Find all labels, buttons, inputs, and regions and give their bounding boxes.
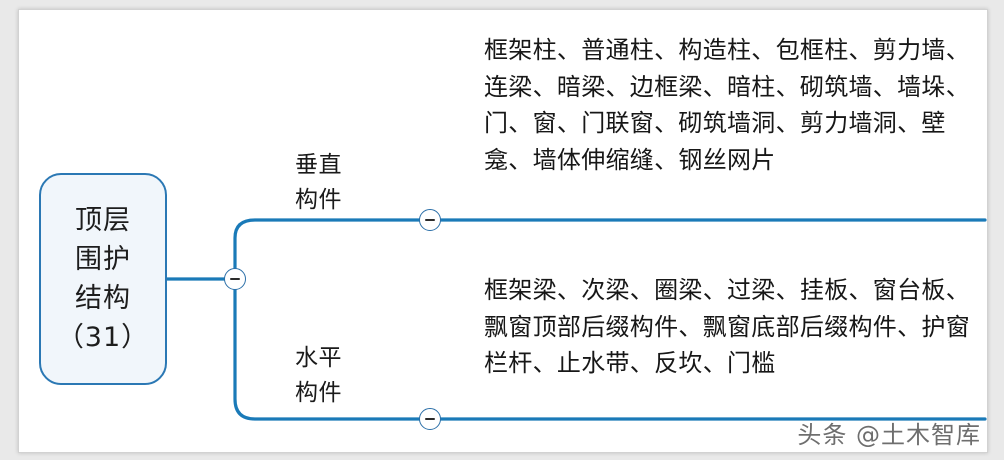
minus-icon <box>230 277 240 281</box>
branch-line-horizontal <box>233 288 421 421</box>
document-sheet: 顶层 围护 结构 （31） 垂直 构件 框架柱、普通柱、构造柱、包框柱、剪力墙、… <box>18 9 988 453</box>
collapse-toggle-horizontal[interactable] <box>419 408 441 430</box>
root-node[interactable]: 顶层 围护 结构 （31） <box>39 173 167 385</box>
root-node-label: 顶层 围护 结构 （31） <box>56 204 150 354</box>
leaf-text-horizontal: 框架梁、次梁、圈梁、过梁、挂板、窗台板、飘窗顶部后缀构件、飘窗底部后缀构件、护窗… <box>484 276 970 378</box>
leaf-text-vertical: 框架柱、普通柱、构造柱、包框柱、剪力墙、连梁、暗梁、边框梁、暗柱、砌筑墙、墙垛、… <box>484 36 970 175</box>
collapse-toggle-root[interactable] <box>224 268 246 290</box>
mindmap-canvas: 顶层 围护 结构 （31） 垂直 构件 框架柱、普通柱、构造柱、包框柱、剪力墙、… <box>19 10 987 452</box>
minus-icon <box>425 218 435 222</box>
watermark: 头条 @土木智库 <box>797 421 981 449</box>
branch-line-vertical <box>233 218 421 270</box>
collapse-toggle-vertical[interactable] <box>419 209 441 231</box>
branch-label-horizontal: 水平 构件 <box>295 345 342 406</box>
branch-label-vertical: 垂直 构件 <box>295 152 342 213</box>
connector-lines <box>165 218 987 421</box>
minus-icon <box>425 417 435 421</box>
